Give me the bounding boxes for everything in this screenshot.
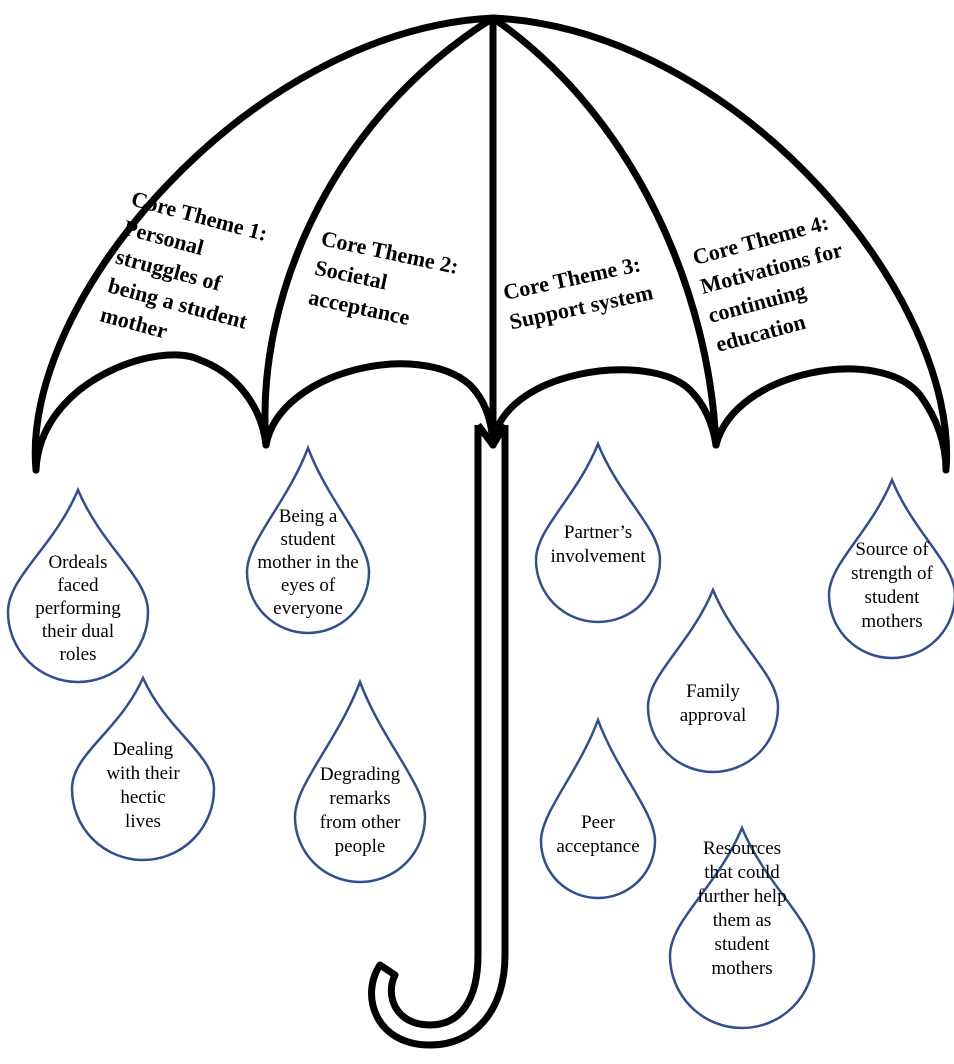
subtheme-7-line: Peer [581, 812, 615, 833]
subtheme-4-line: from other [320, 812, 401, 833]
canopy-scallop-1 [32, 351, 270, 474]
core-theme-2-line: acceptance [306, 284, 412, 330]
subtheme-drop-4: Degrading remarks from other people [293, 678, 427, 884]
subtheme-drop-9: Source of strength of student mothers [827, 476, 954, 660]
canopy-scallop-2 [262, 360, 497, 449]
umbrella-canopy [31, 14, 951, 474]
subtheme-7-line: acceptance [556, 836, 639, 857]
subtheme-3-line: everyone [273, 598, 343, 619]
subtheme-8-line: further help [697, 886, 786, 907]
subtheme-drop-7: Peer acceptance [539, 716, 657, 900]
raindrop-shape [70, 674, 216, 862]
subtheme-6-line: Family [686, 681, 740, 702]
subtheme-5-line: Partner’s [564, 522, 632, 543]
canopy-scallop-4 [712, 365, 950, 474]
raindrop-shape [534, 440, 662, 624]
raindrop-shape [6, 486, 150, 684]
subtheme-drop-8: Resources that could further help them as st… [668, 824, 816, 1030]
subtheme-9-line: Source of [855, 539, 929, 560]
subtheme-4-line: remarks [329, 788, 390, 809]
subtheme-4-line: people [335, 836, 386, 857]
raindrop-shape [293, 678, 427, 884]
umbrella-handle [368, 422, 509, 1049]
subtheme-8-line: that could [704, 862, 780, 883]
subtheme-drop-6: Family approval [646, 586, 780, 774]
canopy-scallop-3 [489, 366, 720, 449]
subtheme-8-line: student [715, 934, 771, 955]
subtheme-2-line: with their [106, 763, 180, 784]
subtheme-3-line: Being a [279, 506, 338, 527]
core-theme-label-4: Core Theme 4:Motivations forcontinuinged… [690, 210, 846, 357]
subtheme-3-line: eyes of [281, 575, 336, 596]
raindrop-shape [539, 716, 657, 900]
subtheme-1-line: roles [60, 644, 97, 665]
subtheme-1-line: performing [35, 598, 121, 619]
raindrop-shape [827, 476, 954, 660]
subtheme-8-line: Resources [703, 838, 781, 859]
raindrop-shape [646, 586, 780, 774]
subtheme-drop-5: Partner’s involvement [534, 440, 662, 624]
subtheme-3-line: student [281, 529, 337, 550]
subtheme-1-line: faced [57, 575, 99, 596]
raindrop-shape [668, 824, 816, 1030]
subtheme-2-line: lives [125, 811, 161, 832]
subtheme-5-line: involvement [551, 546, 647, 567]
subtheme-2-line: Dealing [113, 739, 174, 760]
subtheme-3-line: mother in the [257, 552, 358, 573]
subtheme-6-line: approval [680, 705, 746, 726]
raindrop-shape [245, 444, 371, 635]
subtheme-1-line: their dual [42, 621, 114, 642]
subtheme-1-line: Ordeals [48, 552, 107, 573]
subtheme-8-line: them as [713, 910, 772, 931]
subtheme-9-line: student [865, 587, 921, 608]
subtheme-9-line: mothers [861, 611, 922, 632]
canopy-rib-3 [489, 14, 720, 449]
subtheme-drop-2: Dealing with their hectic lives [70, 674, 216, 862]
core-theme-label-3: Core Theme 3:Support system [501, 251, 655, 334]
subtheme-2-line: hectic [120, 787, 165, 808]
canopy-rib-1 [261, 14, 497, 449]
subtheme-4-line: Degrading [320, 764, 401, 785]
subtheme-8-line: mothers [711, 958, 772, 979]
subtheme-9-line: strength of [851, 563, 933, 584]
